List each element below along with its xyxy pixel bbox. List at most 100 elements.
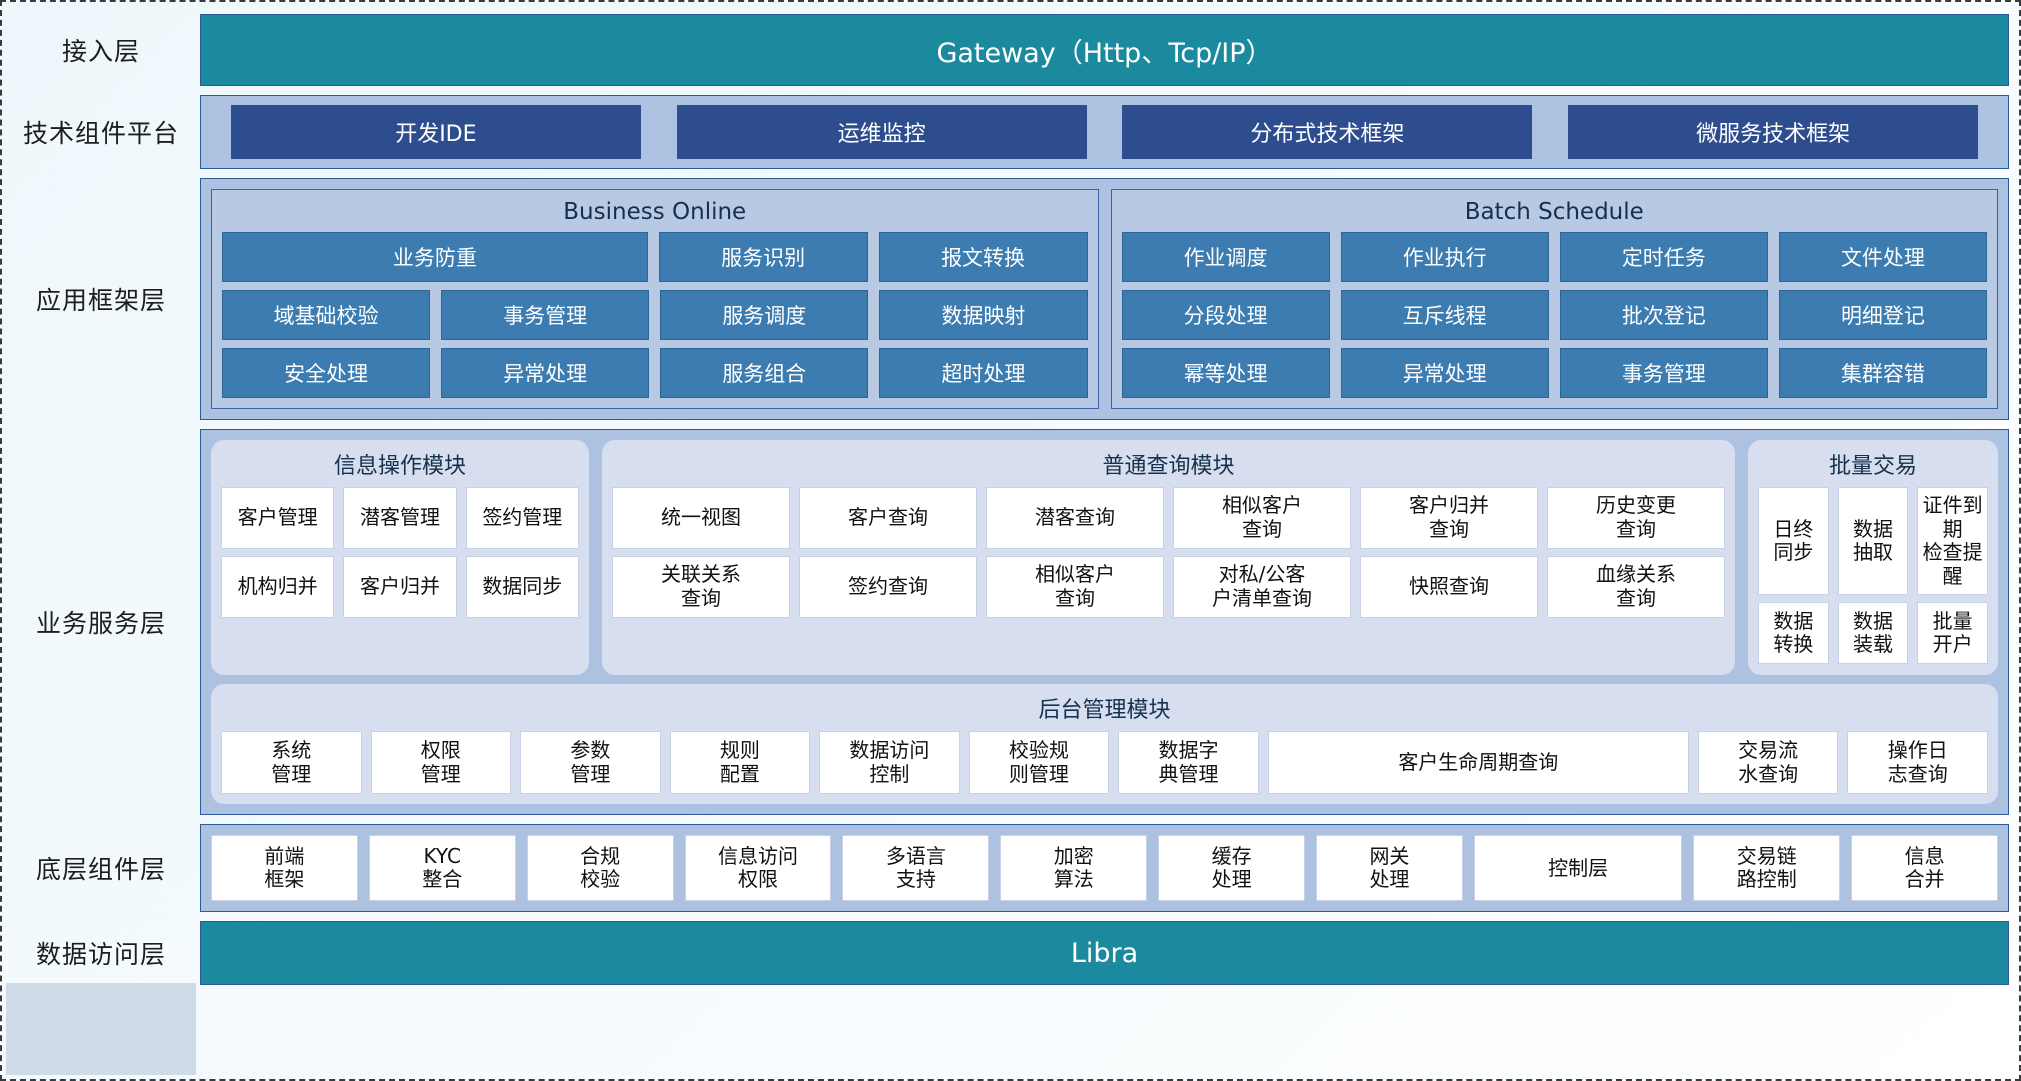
base-component-cell[interactable]: 多语言支持 [842, 835, 990, 902]
back-office-cell[interactable]: 数据字典管理 [1118, 731, 1259, 795]
back-office-title: 后台管理模块 [1038, 698, 1171, 724]
business-module-row: 关联关系查询签约查询相似客户查询对私/公客户清单查询快照查询血缘关系查询 [612, 556, 1725, 618]
back-office-cell[interactable]: 权限管理 [370, 731, 512, 795]
framework-cell[interactable]: 超时处理 [879, 348, 1088, 398]
layer-row: 技术组件平台 开发IDE 运维监控分布式技术框架微服务技术框架 [2, 95, 2019, 169]
framework-cell[interactable]: 业务防重 [222, 232, 648, 282]
business-function-cell[interactable]: 相似客户查询 [986, 556, 1164, 618]
business-service-band: 信息操作模块客户管理潜客管理签约管理机构归并客户归并数据同步普通查询模块统一视图… [200, 429, 2009, 816]
business-function-cell[interactable]: 数据转换 [1758, 602, 1829, 665]
framework-cell[interactable]: 事务管理 [1559, 348, 1768, 398]
back-office-cell[interactable]: 客户生命周期查询 [1267, 731, 1689, 795]
framework-cell[interactable]: 作业调度 [1121, 232, 1330, 282]
framework-cell[interactable]: 文件处理 [1778, 232, 1987, 282]
framework-cell[interactable]: 服务识别 [658, 232, 868, 282]
base-component-cell[interactable]: 信息访问权限 [684, 835, 832, 902]
framework-cell[interactable]: 批次登记 [1559, 290, 1768, 340]
base-component-cell[interactable]: 合规校验 [526, 835, 674, 902]
business-function-cell[interactable]: 潜客查询 [986, 487, 1164, 549]
business-function-cell[interactable]: 客户归并查询 [1360, 487, 1538, 549]
back-office-cell[interactable]: 操作日志查询 [1847, 731, 1988, 795]
layer-body: 信息操作模块客户管理潜客管理签约管理机构归并客户归并数据同步普通查询模块统一视图… [200, 429, 2019, 816]
layer-body: Libra [200, 921, 2019, 986]
framework-cell[interactable]: 事务管理 [441, 290, 650, 340]
business-function-cell[interactable]: 签约查询 [799, 556, 977, 618]
back-office-cell[interactable]: 规则配置 [669, 731, 811, 795]
framework-cell[interactable]: 集群容错 [1778, 348, 1987, 398]
base-component-cell[interactable]: 网关处理 [1316, 835, 1463, 902]
business-function-cell[interactable]: 潜客管理 [343, 487, 457, 549]
base-component-cell[interactable]: 控制层 [1473, 835, 1683, 902]
business-function-cell[interactable]: 客户管理 [221, 487, 335, 549]
framework-cell[interactable]: 异常处理 [1340, 348, 1549, 398]
gateway-banner[interactable]: Gateway（Http、Tcp/IP） [200, 14, 2009, 86]
business-module-title: 批量交易 [1828, 454, 1917, 479]
back-office-cell[interactable]: 交易流水查询 [1697, 731, 1839, 795]
base-component-cell[interactable]: 信息合并 [1851, 835, 1999, 902]
business-module: 普通查询模块统一视图客户查询潜客查询相似客户查询客户归并查询历史变更查询关联关系… [602, 440, 1735, 676]
framework-cell[interactable]: 明细登记 [1778, 290, 1987, 340]
business-function-cell[interactable]: 数据装载 [1837, 602, 1909, 665]
framework-group-title: Batch Schedule [1464, 199, 1644, 225]
business-function-cell[interactable]: 数据同步 [465, 556, 579, 618]
business-function-cell[interactable]: 对私/公客户清单查询 [1173, 556, 1351, 618]
business-function-cell[interactable]: 签约管理 [465, 487, 579, 549]
layer-body: 开发IDE 运维监控分布式技术框架微服务技术框架 [200, 95, 2019, 169]
business-function-cell[interactable]: 机构归并 [221, 556, 335, 618]
tech-component-box[interactable]: 分布式技术框架 [1122, 105, 1533, 159]
tech-component-box[interactable]: 运维监控 [676, 105, 1087, 159]
business-function-cell[interactable]: 客户归并 [343, 556, 457, 618]
business-function-cell[interactable]: 历史变更查询 [1547, 487, 1725, 549]
back-office-cell[interactable]: 校验规则管理 [968, 731, 1110, 795]
framework-cell[interactable]: 定时任务 [1559, 232, 1768, 282]
layer-row: 业务服务层信息操作模块客户管理潜客管理签约管理机构归并客户归并数据同步普通查询模… [2, 429, 2019, 816]
base-component-cell[interactable]: 交易链路控制 [1693, 835, 1841, 902]
business-module: 批量交易日终同步数据抽取证件到期检查提醒数据转换数据装载批量开户 [1748, 440, 1998, 676]
business-module: 信息操作模块客户管理潜客管理签约管理机构归并客户归并数据同步 [211, 440, 589, 676]
framework-row: 作业调度作业执行定时任务文件处理 [1121, 232, 1987, 282]
tech-component-box[interactable]: 微服务技术框架 [1568, 105, 1979, 159]
base-component-cell[interactable]: 前端框架 [211, 835, 358, 902]
layer-label: 业务服务层 [35, 609, 166, 639]
framework-cell[interactable]: 域基础校验 [222, 290, 431, 340]
framework-cell[interactable]: 互斥线程 [1340, 290, 1549, 340]
business-function-cell[interactable]: 客户查询 [799, 487, 977, 549]
framework-cell[interactable]: 报文转换 [878, 232, 1088, 282]
back-office-cell[interactable]: 系统管理 [221, 731, 362, 795]
framework-cell[interactable]: 分段处理 [1121, 290, 1330, 340]
business-function-cell[interactable]: 证件到期检查提醒 [1917, 487, 1989, 596]
tech-component-box[interactable]: 开发IDE [230, 105, 641, 159]
framework-cell[interactable]: 服务组合 [660, 348, 869, 398]
layer-label: 数据访问层 [35, 940, 166, 970]
framework-cell[interactable]: 数据映射 [879, 290, 1088, 340]
data-access-banner[interactable]: Libra [200, 921, 2009, 986]
business-function-cell[interactable]: 批量开户 [1917, 602, 1989, 665]
business-function-cell[interactable]: 日终同步 [1758, 487, 1829, 596]
back-office-cell[interactable]: 参数管理 [520, 731, 661, 795]
business-function-cell[interactable]: 快照查询 [1360, 556, 1538, 618]
framework-cell[interactable]: 安全处理 [222, 348, 431, 398]
business-function-cell[interactable]: 相似客户查询 [1173, 487, 1351, 549]
framework-cell[interactable]: 作业执行 [1340, 232, 1549, 282]
base-component-cell[interactable]: 加密算法 [1000, 835, 1148, 902]
framework-row: 幂等处理异常处理事务管理集群容错 [1121, 348, 1987, 398]
framework-cell[interactable]: 异常处理 [441, 348, 650, 398]
layer-label: 底层组件层 [35, 855, 166, 885]
layer-label: 技术组件平台 [22, 119, 179, 148]
framework-cell[interactable]: 服务调度 [660, 290, 869, 340]
business-module-row: 日终同步数据抽取证件到期检查提醒 [1758, 487, 1989, 596]
business-function-cell[interactable]: 统一视图 [612, 487, 790, 549]
base-component-cell[interactable]: 缓存处理 [1158, 835, 1306, 902]
framework-cell[interactable]: 幂等处理 [1121, 348, 1330, 398]
business-function-cell[interactable]: 关联关系查询 [612, 556, 790, 618]
back-office-cell[interactable]: 数据访问控制 [819, 731, 960, 795]
business-function-cell[interactable]: 血缘关系查询 [1547, 556, 1725, 618]
layer-label: 应用框架层 [35, 286, 166, 315]
business-function-cell[interactable]: 数据抽取 [1837, 487, 1909, 596]
